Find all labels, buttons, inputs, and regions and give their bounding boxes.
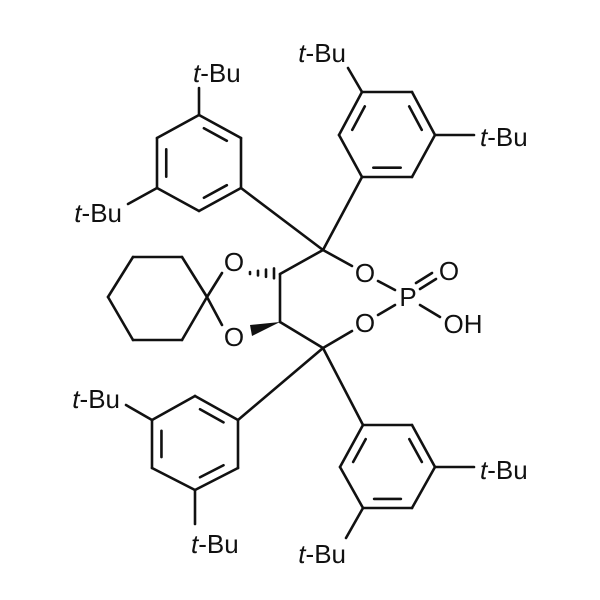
aryl-ring-upper-left-double-bond bbox=[202, 126, 229, 143]
aryl-ring-lower-left-double-bond bbox=[198, 463, 225, 479]
oxygen-dioxolane-upper: O bbox=[224, 247, 244, 277]
aryl-ring-upper-right-double-bond bbox=[350, 105, 367, 132]
aryl-bond bbox=[239, 186, 325, 252]
ring-bond bbox=[321, 248, 354, 268]
tbu-label-upper-left-top: t-Bu bbox=[193, 58, 241, 88]
tbu-label-lower-left-bottom: t-Bu bbox=[191, 529, 239, 559]
aryl-bond bbox=[321, 346, 365, 427]
aryl-ring-upper-left-double-bond bbox=[202, 183, 229, 200]
aryl-ring-upper-left-bond bbox=[197, 113, 243, 140]
aryl-ring-lower-left-bond bbox=[150, 394, 197, 422]
aryl-ring-lower-left-bond bbox=[150, 466, 197, 492]
aryl-ring-lower-left-double-bond bbox=[198, 407, 225, 424]
tbu-label-upper-right-side: t-Bu bbox=[480, 122, 528, 152]
oxygen-dioxolane-lower: O bbox=[224, 322, 244, 352]
p-o-double-bond bbox=[418, 277, 438, 291]
tbu-bond bbox=[344, 506, 365, 540]
aryl-ring-lower-right-bond bbox=[410, 465, 437, 510]
tbu-bond bbox=[126, 186, 159, 206]
bonds bbox=[106, 66, 476, 540]
aryl-bond bbox=[236, 346, 325, 422]
aryl-ring-lower-right-double-bond bbox=[351, 437, 367, 464]
aryl-ring-upper-right-bond bbox=[337, 90, 364, 137]
aryl-bond bbox=[321, 175, 364, 252]
cyclohexane-bond bbox=[180, 295, 209, 342]
aryl-ring-lower-left-bond bbox=[193, 466, 240, 492]
aryl-ring-lower-right-bond bbox=[338, 423, 365, 469]
aryl-ring-lower-right-bond bbox=[410, 423, 437, 469]
p-oh-bond bbox=[418, 303, 442, 319]
aryl-ring-lower-left-bond bbox=[193, 394, 240, 422]
aryl-ring-lower-right-double-bond bbox=[408, 437, 424, 464]
cyclohexane-bond bbox=[106, 255, 135, 299]
aryl-ring-upper-right-bond bbox=[337, 133, 364, 179]
tbu-label-lower-right-side: t-Bu bbox=[480, 455, 528, 485]
tbu-label-upper-right-top: t-Bu bbox=[298, 38, 346, 68]
ring-bond bbox=[321, 329, 354, 350]
ring-bond bbox=[278, 248, 325, 276]
hydroxyl-group: OH bbox=[444, 309, 483, 339]
dioxolane-bond bbox=[205, 295, 224, 327]
oxygen-phosphate-lower: O bbox=[355, 308, 375, 338]
ring-bond bbox=[376, 279, 397, 292]
oxygen-double-bond: O bbox=[439, 256, 459, 286]
p-o-double-bond bbox=[414, 271, 434, 285]
ring-bond bbox=[278, 320, 325, 350]
tbu-bond bbox=[124, 403, 154, 422]
aryl-ring-upper-right-bond bbox=[410, 90, 437, 137]
aryl-ring-upper-left-bond bbox=[155, 186, 201, 213]
aryl-ring-upper-right-double-bond bbox=[407, 105, 424, 132]
phosphorus-atom: P bbox=[399, 282, 416, 312]
dioxolane-bond bbox=[205, 271, 224, 299]
aryl-ring-upper-right-bond bbox=[410, 133, 437, 179]
tbu-label-lower-right-bottom: t-Bu bbox=[298, 539, 346, 569]
cyclohexane-bond bbox=[106, 295, 135, 342]
aryl-ring-upper-left-bond bbox=[155, 113, 201, 140]
tbu-bond bbox=[346, 66, 364, 94]
ring-bond bbox=[376, 303, 397, 317]
aryl-ring-upper-left-bond bbox=[197, 186, 243, 213]
wedge-bond bbox=[250, 322, 280, 336]
aryl-ring-lower-right-bond bbox=[338, 465, 365, 510]
cyclohexane-bond bbox=[180, 255, 209, 299]
tbu-label-upper-left-side: t-Bu bbox=[74, 198, 122, 228]
tbu-label-lower-left-side: t-Bu bbox=[72, 384, 120, 414]
oxygen-phosphate-upper: O bbox=[355, 258, 375, 288]
